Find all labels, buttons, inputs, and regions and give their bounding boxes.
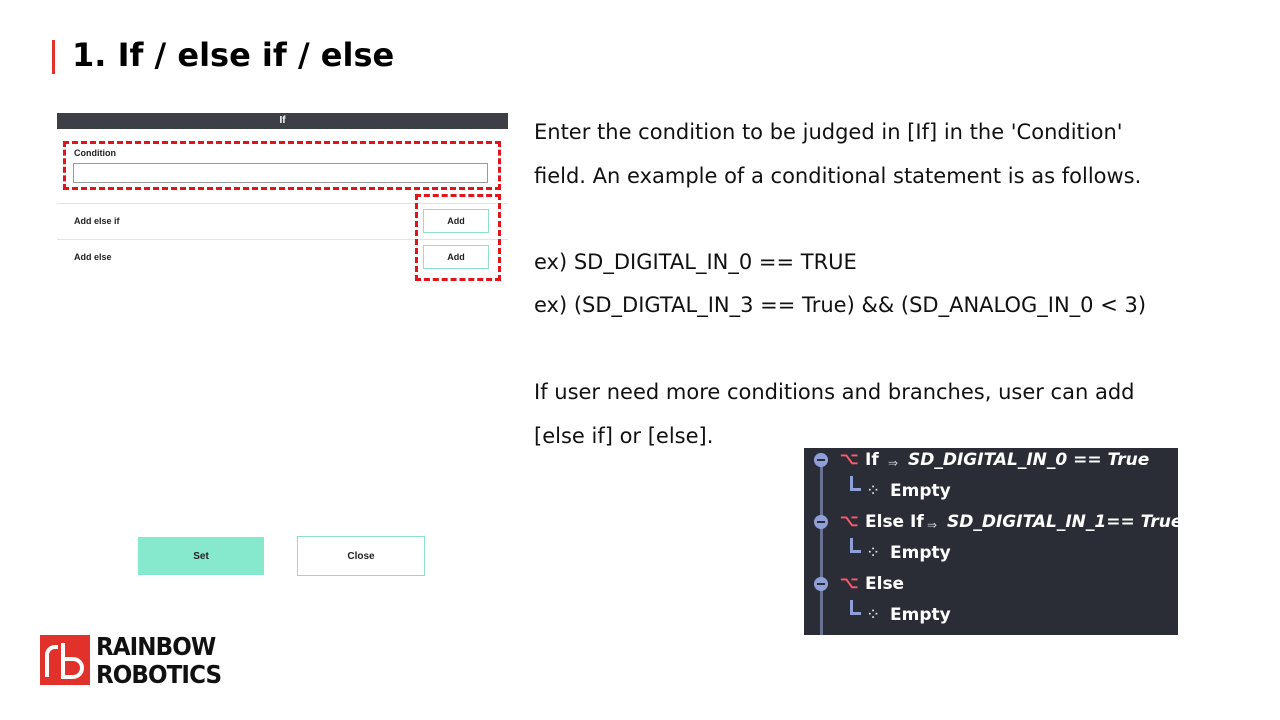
branch-icon: ⌥ [840,451,859,468]
set-button[interactable]: Set [138,537,264,575]
close-button[interactable]: Close [297,536,425,576]
title-accent-bar [52,40,55,74]
add-else-if-label: Add else if [74,216,120,226]
logo-text-line1: RAINBOW [96,632,216,661]
tree-keyword-else[interactable]: Else [865,574,905,594]
branch-icon: ⌥ [840,575,859,592]
loading-icon: ⁘ [866,481,881,500]
tree-elbow [850,476,861,491]
add-buttons-highlight [415,194,501,281]
tree-condition: SD_DIGITAL_IN_1== True [947,512,1183,532]
tree-keyword-if[interactable]: If [865,450,879,470]
condition-label: Condition [74,148,116,158]
divider [57,203,508,204]
logo-mark [40,635,90,685]
tree-empty-node[interactable]: Empty [890,543,951,563]
tree-empty-node[interactable]: Empty [890,605,951,625]
program-tree-panel: ⌥ If ⇒ SD_DIGITAL_IN_0 == True ⁘ Empty ⌥… [804,448,1182,635]
add-else-if-button[interactable]: Add [423,209,489,233]
add-else-label: Add else [74,252,112,262]
slide-title: 1. If / else if / else [72,36,395,74]
dialog-header: If [57,113,508,129]
description-line: field. An example of a conditional state… [534,164,1142,188]
condition-highlight [63,141,501,190]
loading-icon: ⁘ [866,605,881,624]
arrow-icon: ⇒ [888,456,899,470]
tree-line [820,460,823,635]
collapse-icon[interactable] [814,577,828,591]
tree-empty-node[interactable]: Empty [890,481,951,501]
loading-icon: ⁘ [866,543,881,562]
branch-icon: ⌥ [840,513,859,530]
logo-text-line2: ROBOTICS [96,660,222,689]
divider [57,239,508,240]
tree-elbow [850,538,861,553]
description-line: [else if] or [else]. [534,424,714,448]
arrow-icon: ⇒ [927,518,938,532]
collapse-icon[interactable] [814,515,828,529]
description-line: Enter the condition to be judged in [If]… [534,120,1123,144]
description-line: If user need more conditions and branche… [534,380,1135,404]
tree-elbow [850,600,861,615]
tree-condition: SD_DIGITAL_IN_0 == True [908,450,1150,470]
rb-logo-icon [45,643,84,679]
add-else-button[interactable]: Add [423,245,489,269]
collapse-icon[interactable] [814,453,828,467]
example-line: ex) (SD_DIGTAL_IN_3 == True) && (SD_ANAL… [534,293,1147,317]
tree-keyword-else-if[interactable]: Else If [865,512,924,532]
condition-input[interactable] [73,163,488,183]
example-line: ex) SD_DIGITAL_IN_0 == TRUE [534,250,857,274]
